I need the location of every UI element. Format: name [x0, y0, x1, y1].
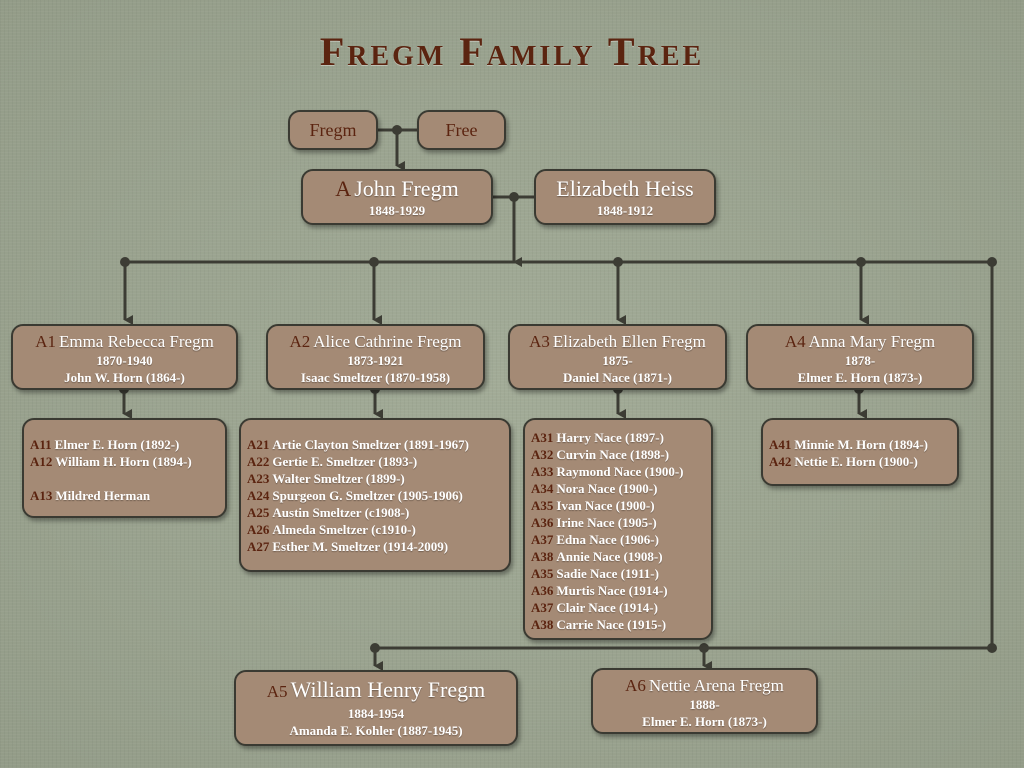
person-spouse: Elmer E. Horn (1873-): [642, 714, 767, 729]
person-name: William Henry Fregm: [290, 677, 486, 702]
person-name: Elizabeth Heiss: [556, 176, 694, 201]
person-name: Emma Rebecca Fregm: [58, 332, 214, 351]
person-dates: 1888-: [689, 697, 720, 712]
person-spouse: Amanda E. Kohler (1887-1945): [289, 723, 463, 738]
person-id: A3: [529, 332, 550, 351]
father-parents-box: Fregm: [288, 110, 378, 150]
person-dates: 1884-1954: [347, 706, 405, 721]
wife-name-line: Elizabeth Heiss: [536, 176, 714, 202]
person-id: A2: [289, 332, 311, 351]
person-id: A4: [784, 332, 806, 351]
junction-dot: [856, 257, 866, 267]
mother-surname: Free: [445, 119, 478, 140]
father-surname: Fregm: [309, 119, 357, 140]
person-id: A6: [625, 676, 646, 695]
person-name: Nettie Arena Fregm: [648, 676, 784, 695]
wife-box: Elizabeth Heiss 1848-1912: [534, 169, 716, 225]
person-name: Anna Mary Fregm: [808, 332, 936, 351]
person-dates: 1870-1940: [96, 353, 153, 368]
person-dates: 1875-: [602, 353, 633, 368]
person-dates: 1848-1912: [596, 203, 654, 218]
person-spouse: John W. Horn (1864-): [64, 370, 185, 385]
junction-dot: [613, 257, 623, 267]
junction-dot: [369, 257, 379, 267]
junction-dot: [699, 643, 709, 653]
person-dates: 1878-: [844, 353, 876, 368]
person-dates: 1848-1929: [368, 203, 426, 218]
person-id: A1: [35, 332, 56, 351]
person-spouse: Daniel Nace (1871-): [562, 370, 673, 385]
junction-dot: [987, 257, 997, 267]
junction-dot: [392, 125, 402, 135]
junction-dot: [370, 643, 380, 653]
person-dates: 1873-1921: [347, 353, 404, 368]
page-title: Fregm Family Tree: [319, 29, 705, 74]
person-id: A: [335, 176, 352, 201]
person-id: A5: [266, 682, 288, 701]
person-name: Alice Cathrine Fregm: [313, 332, 462, 351]
junction-dot: [509, 192, 519, 202]
person-name: John Fregm: [354, 176, 459, 201]
person-spouse: Isaac Smeltzer (1870-1958): [300, 370, 451, 385]
junction-dot: [120, 257, 130, 267]
mother-parents-box: Free: [417, 110, 506, 150]
person-name: Elizabeth Ellen Fregm: [552, 332, 706, 351]
junction-dot: [987, 643, 997, 653]
person-spouse: Elmer E. Horn (1873-): [797, 370, 923, 385]
